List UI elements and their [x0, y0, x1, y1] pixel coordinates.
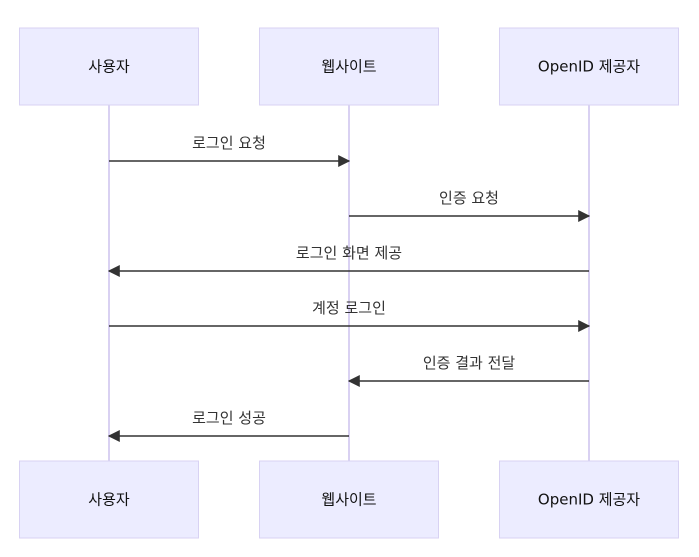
- message-2: 인증 요청: [349, 189, 591, 222]
- message-1: 로그인 요청: [109, 134, 351, 167]
- participant-user-top: 사용자: [19, 27, 199, 106]
- participant-box: [259, 460, 439, 539]
- participant-box: [499, 460, 679, 539]
- participant-openid-bottom: OpenID 제공자: [499, 460, 679, 539]
- participant-box: [499, 27, 679, 106]
- participant-box: [259, 27, 439, 106]
- participant-label: OpenID 제공자: [538, 58, 640, 76]
- message-6: 로그인 성공: [107, 409, 349, 442]
- participant-label: 사용자: [88, 491, 130, 509]
- participant-label: 웹사이트: [321, 491, 376, 509]
- participant-user-bottom: 사용자: [19, 460, 199, 539]
- message-label: 로그인 성공: [192, 409, 266, 427]
- lifelines: [108, 105, 590, 461]
- participant-box: [19, 27, 199, 106]
- participant-label: OpenID 제공자: [538, 491, 640, 509]
- message-5: 인증 결과 전달: [347, 354, 589, 387]
- message-label: 인증 요청: [439, 189, 499, 207]
- participant-openid-top: OpenID 제공자: [499, 27, 679, 106]
- participant-label: 사용자: [88, 58, 130, 76]
- participant-site-bottom: 웹사이트: [259, 460, 439, 539]
- message-label: 로그인 화면 제공: [296, 244, 402, 262]
- message-label: 인증 결과 전달: [423, 354, 516, 372]
- message-label: 계정 로그인: [312, 299, 386, 317]
- participant-box: [19, 460, 199, 539]
- message-label: 로그인 요청: [192, 134, 266, 152]
- message-3: 로그인 화면 제공: [107, 244, 589, 277]
- message-4: 계정 로그인: [109, 299, 591, 332]
- participant-site-top: 웹사이트: [259, 27, 439, 106]
- participant-label: 웹사이트: [321, 58, 376, 76]
